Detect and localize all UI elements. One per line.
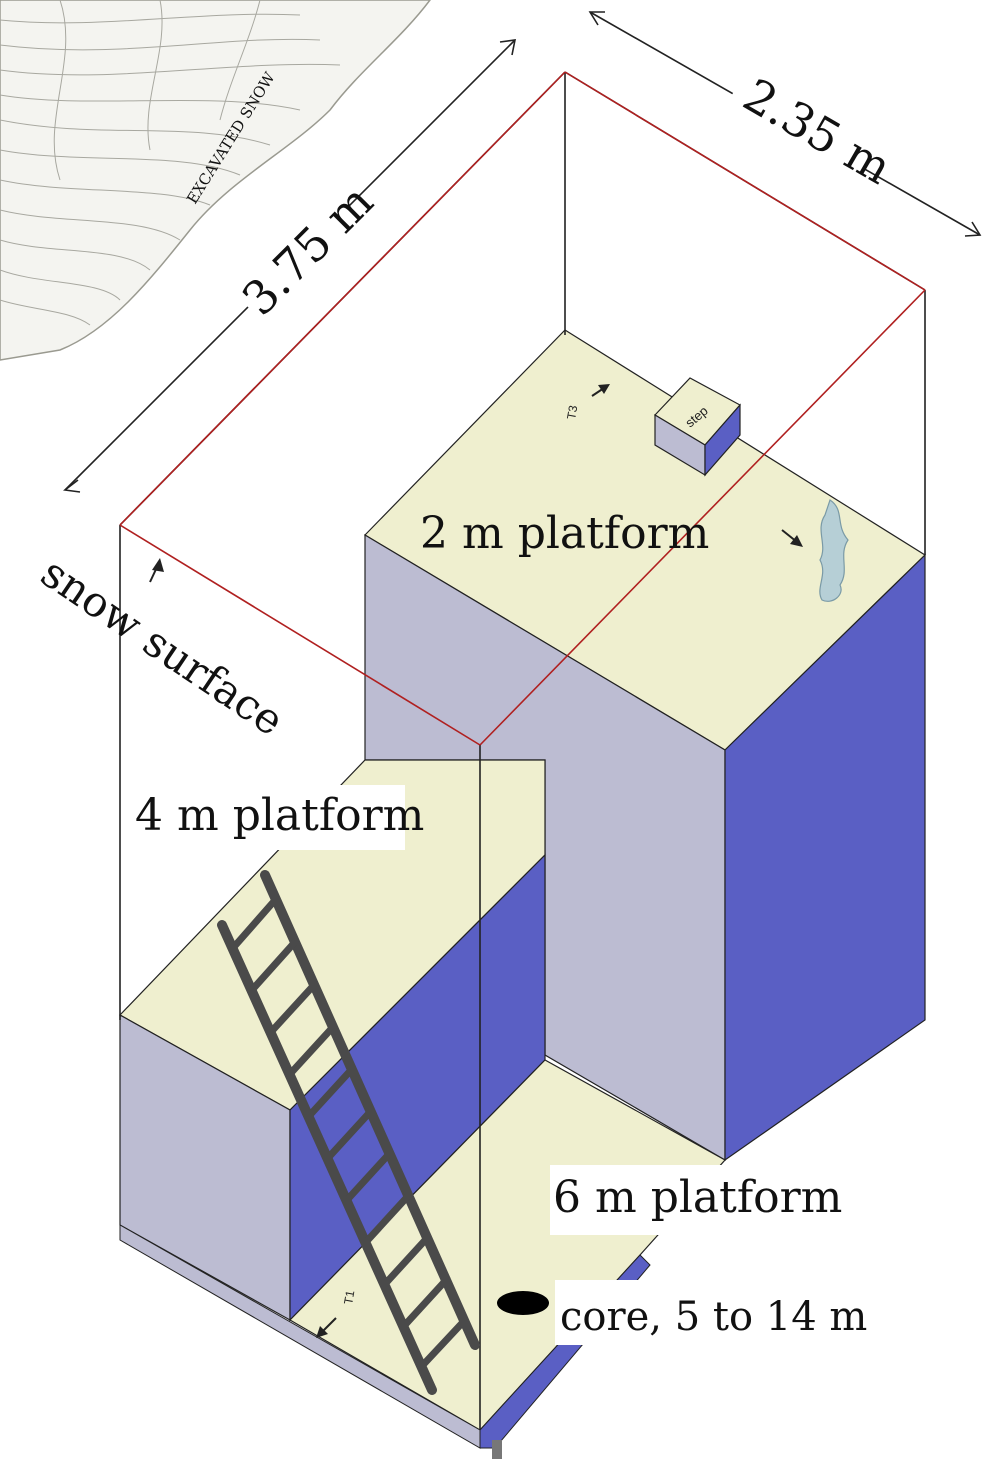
platform-4m-label-box bbox=[130, 785, 405, 850]
ice-formation-icon bbox=[819, 499, 849, 602]
dim-length-box bbox=[219, 179, 361, 321]
core-hole-icon bbox=[497, 1291, 549, 1315]
snow-surface-outline bbox=[119, 71, 926, 746]
platform-4m-label: 4 m platform bbox=[135, 790, 424, 841]
t3-arrow-icon bbox=[591, 384, 610, 397]
excavated-snow-area: EXCAVATED SNOW bbox=[0, 0, 431, 361]
platform-6m-label: 6 m platform bbox=[553, 1172, 842, 1223]
core-label: core, 5 to 14 m bbox=[560, 1294, 867, 1340]
core-stem bbox=[492, 1440, 502, 1459]
platform-2m-right-wall bbox=[724, 553, 926, 1162]
step-block-icon: step bbox=[654, 377, 741, 477]
ladder-icon bbox=[217, 870, 480, 1395]
core-label-box bbox=[555, 1280, 870, 1345]
t1-arrow-icon bbox=[316, 1317, 337, 1338]
t3-label: T3 bbox=[564, 404, 580, 421]
dim-width-box bbox=[721, 66, 879, 189]
snow-surface-label: snow surface bbox=[32, 548, 292, 746]
arrow-icon bbox=[149, 558, 164, 583]
platform-6m-label-box bbox=[550, 1165, 820, 1235]
ice-arrow-icon bbox=[781, 529, 803, 547]
platform-2m-label: 2 m platform bbox=[420, 508, 709, 559]
t1-label: T1 bbox=[341, 1289, 357, 1306]
